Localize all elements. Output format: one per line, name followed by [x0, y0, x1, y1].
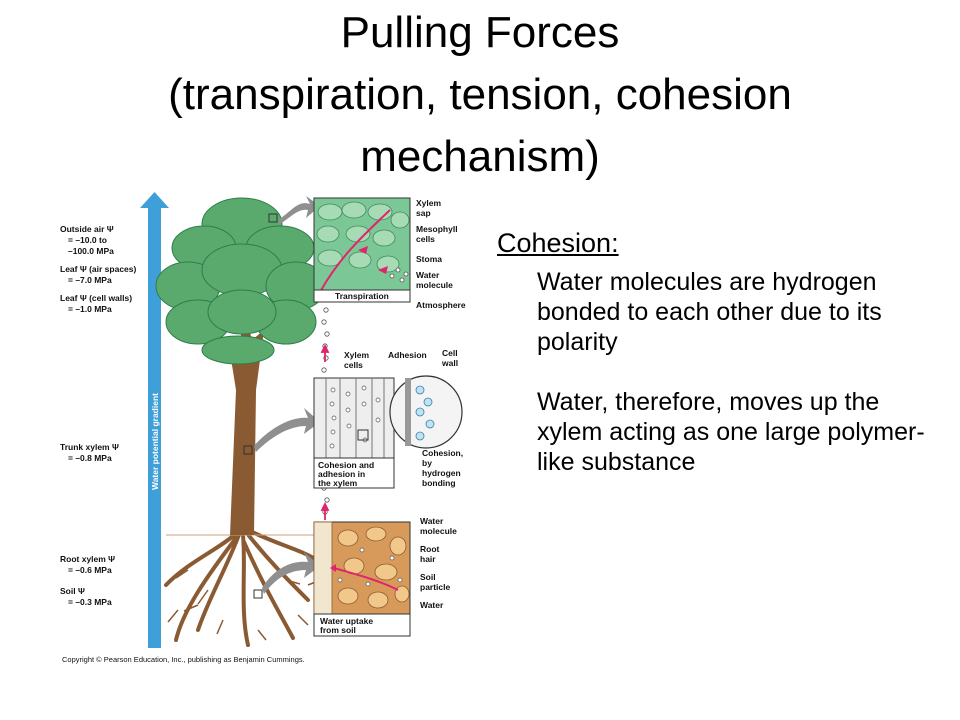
label-water: Water: [420, 600, 444, 610]
diagram-svg: Water potential gradient Outside air Ψ =…: [60, 192, 466, 664]
tree-illustration: [155, 196, 327, 647]
caption-transpiration: Transpiration: [335, 291, 389, 301]
label-stoma: Stoma: [416, 254, 442, 264]
label-adhesion: Adhesion: [388, 350, 427, 360]
panel-cohesion: Cohesion and adhesion in the xylem Xylem…: [313, 348, 463, 489]
label-soil-2: = –0.3 MPa: [68, 597, 112, 607]
gradient-arrow: Water potential gradient: [140, 192, 169, 648]
explanation-text: Cohesion: Water molecules are hydrogen b…: [497, 226, 937, 477]
slide-title: Pulling Forces (transpiration, tension, …: [0, 2, 960, 188]
panel-transpiration: Transpiration Xylem sap Mesophyll cells …: [313, 197, 466, 310]
label-outside-air-2: = –10.0 to: [68, 235, 107, 245]
title-line-1: Pulling Forces: [340, 8, 620, 57]
label-trunk-1: Trunk xylem Ψ: [60, 442, 119, 452]
caption-cohesion-2: adhesion in: [318, 469, 365, 479]
cohesion-paragraph-2: Water, therefore, moves up the xylem act…: [537, 388, 925, 476]
cohesion-heading: Cohesion:: [497, 228, 619, 258]
label-outside-air-1: Outside air Ψ: [60, 224, 114, 234]
label-atmosphere: Atmosphere: [416, 300, 466, 310]
label-outside-air-3: –100.0 MPa: [68, 246, 114, 256]
label-root-water-1: Water: [420, 516, 444, 526]
cohesion-paragraph-1: Water molecules are hydrogen bonded to e…: [537, 268, 882, 356]
transpiration-diagram: Water potential gradient Outside air Ψ =…: [58, 190, 470, 668]
caption-uptake-2: from soil: [320, 625, 356, 635]
label-cell-wall-1: Cell: [442, 348, 458, 358]
label-root-1: Root xylem Ψ: [60, 554, 115, 564]
label-mesophyll-1: Mesophyll: [416, 224, 458, 234]
label-leaf-wall-1: Leaf Ψ (cell walls): [60, 293, 132, 303]
label-mesophyll-2: cells: [416, 234, 435, 244]
caption-cohesion-1: Cohesion and: [318, 460, 374, 470]
label-cohesion-1: Cohesion,: [422, 448, 463, 458]
label-xylem-sap-2: sap: [416, 208, 431, 218]
label-xylem-cells-1: Xylem: [344, 350, 369, 360]
label-cell-wall-2: wall: [441, 358, 458, 368]
label-root-hair-1: Root: [420, 544, 440, 554]
label-water-molecule-2: molecule: [416, 280, 453, 290]
caption-uptake-1: Water uptake: [320, 616, 373, 626]
label-leaf-air-2: = –7.0 MPa: [68, 275, 112, 285]
label-root-water-2: molecule: [420, 526, 457, 536]
label-trunk-2: = –0.8 MPa: [68, 453, 112, 463]
label-cohesion-2: by: [422, 458, 432, 468]
label-root-2: = –0.6 MPa: [68, 565, 112, 575]
title-line-3: mechanism): [360, 132, 600, 181]
label-cohesion-3: hydrogen: [422, 468, 461, 478]
potential-labels: Outside air Ψ = –10.0 to –100.0 MPa Leaf…: [60, 224, 136, 607]
caption-cohesion-3: the xylem: [318, 478, 358, 488]
label-xylem-cells-2: cells: [344, 360, 363, 370]
panel-root: Water uptake from soil Water molecule Ro…: [313, 516, 457, 637]
label-cohesion-4: bonding: [422, 478, 456, 488]
label-soil-1: Soil Ψ: [60, 586, 85, 596]
title-line-2: (transpiration, tension, cohesion: [168, 70, 792, 119]
label-root-hair-2: hair: [420, 554, 436, 564]
label-leaf-air-1: Leaf Ψ (air spaces): [60, 264, 136, 274]
water-flow-arrows: [320, 343, 330, 520]
label-leaf-wall-2: = –1.0 MPa: [68, 304, 112, 314]
label-water-molecule-1: Water: [416, 270, 440, 280]
label-soil-particle-2: particle: [420, 582, 451, 592]
label-soil-particle-1: Soil: [420, 572, 436, 582]
gradient-label: Water potential gradient: [150, 393, 160, 490]
copyright-text: Copyright © Pearson Education, Inc., pub…: [62, 655, 305, 664]
label-xylem-sap-1: Xylem: [416, 198, 441, 208]
